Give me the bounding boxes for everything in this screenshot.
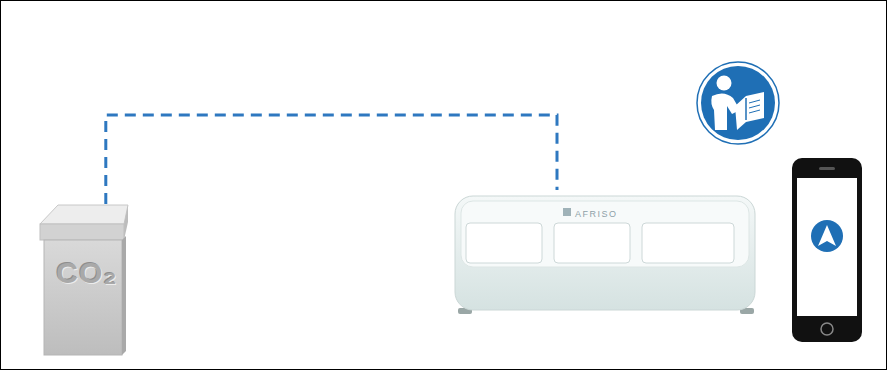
dashed-connection: [106, 115, 557, 204]
sensor-box: CO₂: [40, 204, 134, 355]
smartphone: [792, 158, 862, 342]
hub-device: AFRISO: [455, 190, 755, 310]
hub-device: [455, 196, 755, 314]
manual-icon: [697, 62, 779, 144]
brand-label: AFRISO: [575, 209, 618, 219]
embossed-label: CO₂: [40, 256, 134, 290]
